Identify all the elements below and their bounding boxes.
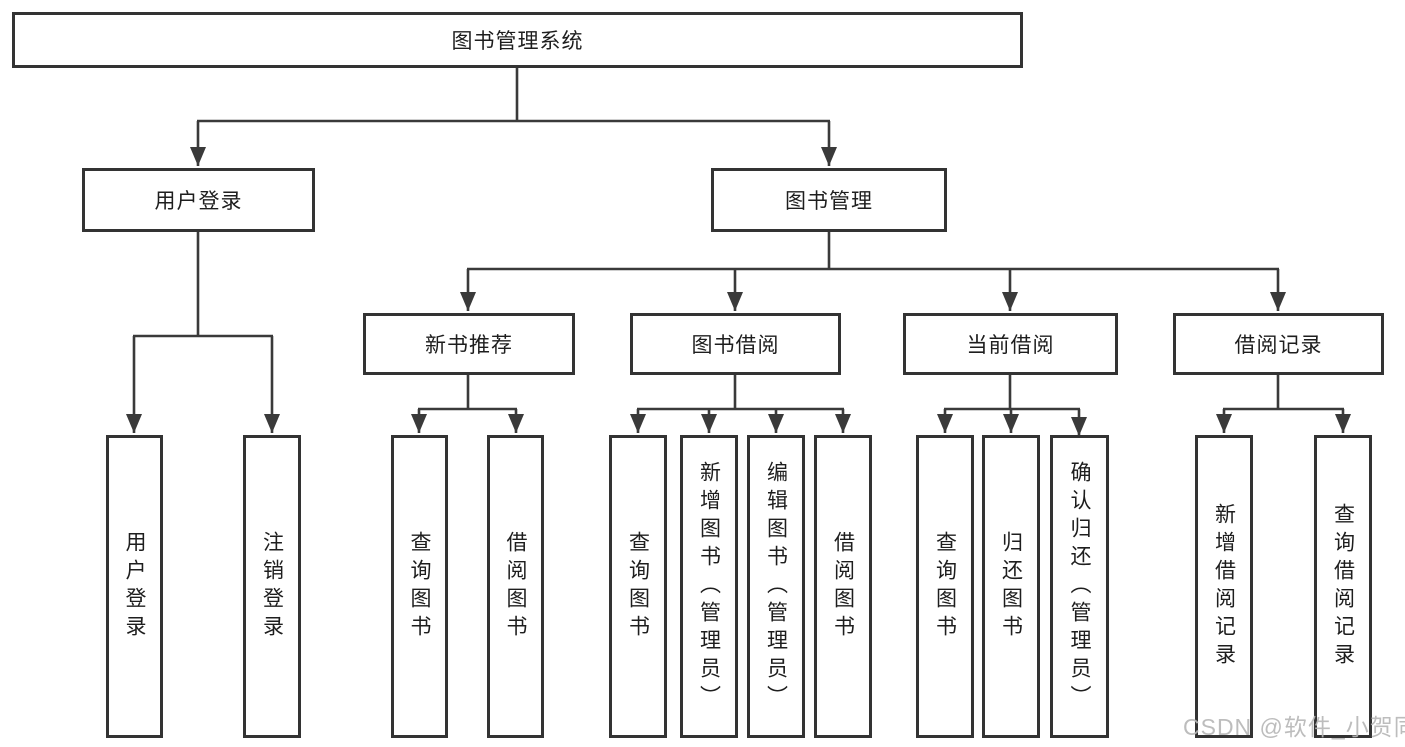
- leaf-cur-confirm-return-admin: 确认归还（管理员）: [1050, 435, 1109, 738]
- leaf-bor-add-books-admin: 新增图书（管理员）: [680, 435, 738, 738]
- leaf-bor-borrow-books-label: 借阅图书: [831, 530, 855, 643]
- leaf-rec-query-books: 查询图书: [391, 435, 448, 738]
- leaf-cur-query-books-label: 查询图书: [933, 530, 957, 643]
- connector-trunks: [133, 68, 1344, 411]
- node-book-borrow-label: 图书借阅: [691, 334, 780, 357]
- leaf-user-login: 用户登录: [106, 435, 163, 738]
- leaf-cur-return-books-label: 归还图书: [999, 530, 1023, 643]
- node-borrow-records: 借阅记录: [1173, 313, 1384, 375]
- leaf-bor-query-books-label: 查询图书: [626, 530, 650, 643]
- leaf-bor-query-books: 查询图书: [609, 435, 667, 738]
- node-current-borrow: 当前借阅: [903, 313, 1118, 375]
- leaf-logout-label: 注销登录: [260, 530, 284, 643]
- leaf-log-query-record-label: 查询借阅记录: [1331, 502, 1355, 671]
- node-root: 图书管理系统: [12, 12, 1023, 68]
- node-user-login: 用户登录: [82, 168, 315, 232]
- leaf-log-add-record: 新增借阅记录: [1195, 435, 1253, 738]
- leaf-bor-borrow-books: 借阅图书: [814, 435, 872, 738]
- leaf-cur-query-books: 查询图书: [916, 435, 974, 738]
- leaf-rec-query-books-label: 查询图书: [408, 530, 431, 643]
- node-book-borrow: 图书借阅: [630, 313, 841, 375]
- node-new-book-rec-label: 新书推荐: [425, 334, 513, 357]
- leaf-rec-borrow-books-label: 借阅图书: [504, 530, 527, 643]
- csdn-watermark: CSDN @软件_小贺同学: [1183, 714, 1405, 740]
- node-new-book-rec: 新书推荐: [363, 313, 575, 375]
- leaf-user-login-label: 用户登录: [123, 530, 146, 643]
- leaf-logout: 注销登录: [243, 435, 301, 738]
- node-user-login-label: 用户登录: [154, 190, 243, 213]
- leaf-log-add-record-label: 新增借阅记录: [1212, 502, 1236, 671]
- leaf-bor-edit-books-admin-label: 编辑图书（管理员）: [764, 460, 788, 713]
- node-book-mgmt: 图书管理: [711, 168, 947, 232]
- leaf-bor-add-books-admin-label: 新增图书（管理员）: [697, 460, 721, 713]
- node-book-mgmt-label: 图书管理: [785, 190, 873, 213]
- leaf-bor-edit-books-admin: 编辑图书（管理员）: [747, 435, 805, 738]
- leaf-cur-return-books: 归还图书: [982, 435, 1040, 738]
- leaf-log-query-record: 查询借阅记录: [1314, 435, 1372, 738]
- node-root-label: 图书管理系统: [451, 30, 584, 53]
- leaf-cur-confirm-return-admin-label: 确认归还（管理员）: [1068, 460, 1091, 713]
- leaf-rec-borrow-books: 借阅图书: [487, 435, 544, 738]
- node-current-borrow-label: 当前借阅: [966, 334, 1055, 357]
- node-borrow-records-label: 借阅记录: [1234, 334, 1323, 357]
